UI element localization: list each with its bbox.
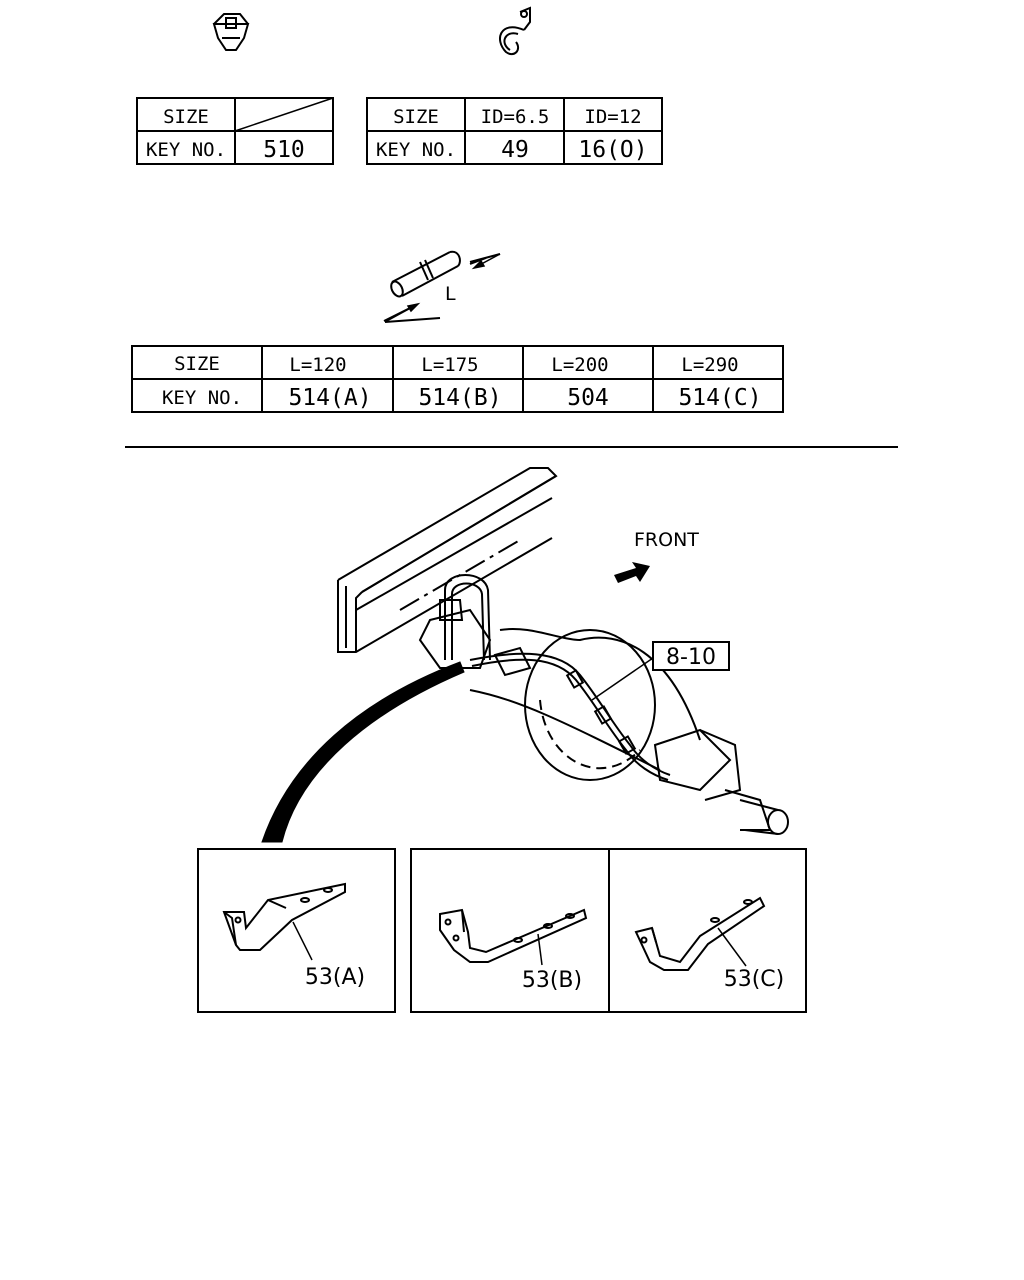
tube-size-290: L=290 bbox=[681, 354, 738, 376]
tube-key-514a: 514(A) bbox=[288, 385, 371, 411]
front-arrow-icon bbox=[614, 562, 650, 583]
clamp-size-6-5: ID=6.5 bbox=[481, 106, 550, 128]
tube-length-label: L bbox=[445, 283, 456, 305]
bracket-c-label: 53(C) bbox=[724, 967, 785, 992]
clamp-key-16: 16(O) bbox=[578, 137, 647, 163]
hose-clamp-bracket bbox=[418, 574, 492, 669]
clip-key-label: KEY NO. bbox=[146, 139, 226, 161]
tube-size-175: L=175 bbox=[421, 354, 478, 376]
empty-size-slash bbox=[234, 97, 334, 132]
bracket-a-box bbox=[197, 848, 396, 1013]
bracket-a-label: 53(A) bbox=[305, 965, 365, 990]
clamp-size-12: ID=12 bbox=[584, 106, 641, 128]
tube-key-504: 504 bbox=[567, 385, 609, 411]
clamp-icon bbox=[499, 6, 531, 56]
tube-size-label: SIZE bbox=[174, 353, 220, 375]
brake-hose bbox=[469, 646, 671, 781]
bracket-c-box bbox=[608, 848, 807, 1013]
bracket-a-icon bbox=[222, 882, 346, 961]
ref-label: 8-10 bbox=[666, 645, 716, 670]
bracket-b-icon bbox=[439, 908, 588, 966]
clamp-size-label: SIZE bbox=[393, 106, 439, 128]
axle-housing bbox=[469, 628, 789, 835]
tube-size-120: L=120 bbox=[289, 354, 346, 376]
clip-icon bbox=[212, 13, 250, 51]
bracket-c-icon bbox=[634, 896, 766, 971]
tube-key-514c: 514(C) bbox=[678, 385, 761, 411]
ref-leader bbox=[591, 657, 654, 701]
tube-size-200: L=200 bbox=[551, 354, 608, 376]
front-label: FRONT bbox=[634, 529, 699, 551]
ref-box bbox=[652, 641, 730, 671]
clamp-key-label: KEY NO. bbox=[376, 139, 456, 161]
clip-key-value: 510 bbox=[263, 137, 305, 163]
tube-key-514b: 514(B) bbox=[418, 385, 501, 411]
tube-size-table: SIZE KEY NO. L=120 L=175 L=200 L=290 514… bbox=[131, 345, 784, 413]
clamp-size-table: SIZE KEY NO. ID=6.5 ID=12 49 16(O) bbox=[366, 97, 663, 165]
clip-size-label: SIZE bbox=[163, 106, 209, 128]
detail-callout-wedge bbox=[261, 661, 465, 843]
clamp-key-49: 49 bbox=[501, 137, 529, 163]
tube-dimension-arrows bbox=[384, 253, 501, 323]
bracket-b-label: 53(B) bbox=[522, 968, 582, 993]
frame-rail bbox=[337, 467, 558, 653]
tube-key-label: KEY NO. bbox=[162, 387, 242, 409]
clip-size-table: SIZE KEY NO. 510 bbox=[136, 97, 334, 165]
